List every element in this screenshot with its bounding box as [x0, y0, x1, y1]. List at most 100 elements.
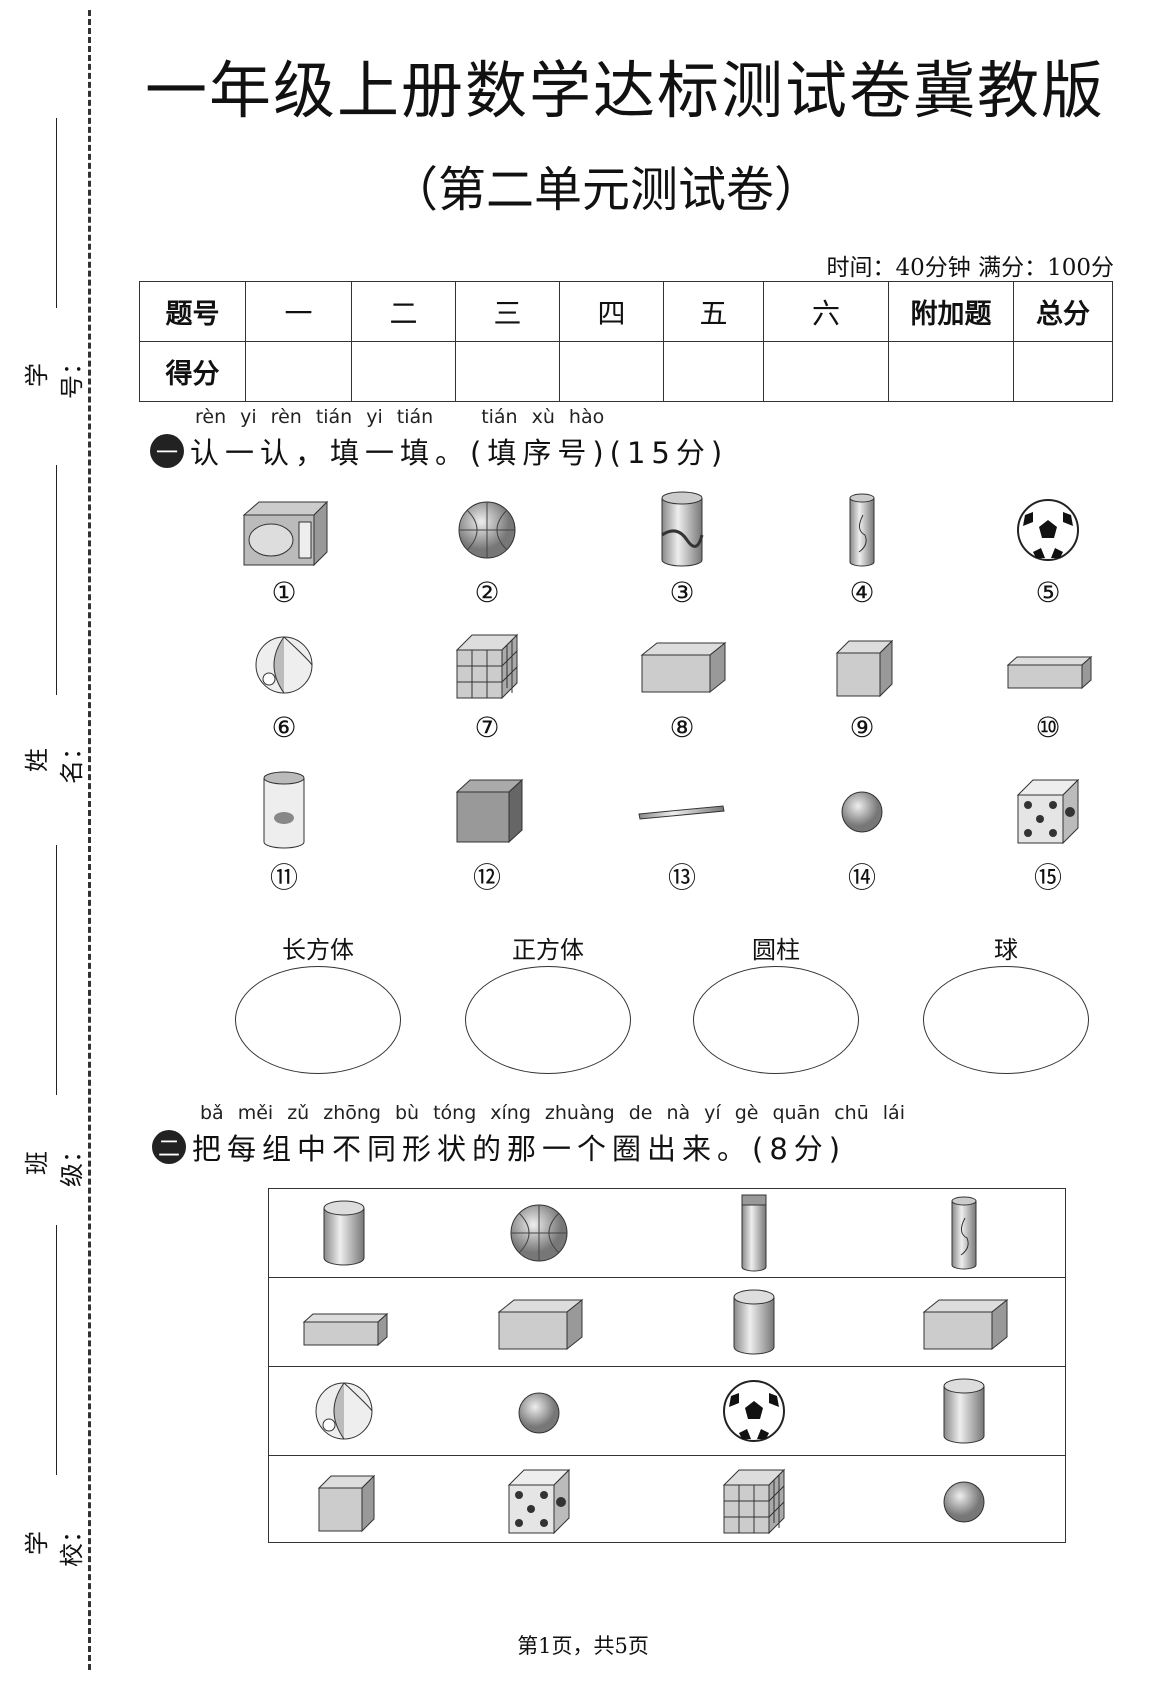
bottle-icon	[709, 1193, 799, 1273]
school-field[interactable]	[56, 1225, 57, 1475]
page-title: 一年级上册数学达标测试卷冀教版	[144, 54, 1105, 127]
student-id-field[interactable]	[56, 118, 57, 308]
pinyin-syllable: tóng	[433, 1102, 477, 1124]
shape-item: ④	[802, 490, 922, 609]
shape-item: ②	[427, 490, 547, 609]
shape-option[interactable]	[919, 1282, 1009, 1362]
binding-dashed-line	[88, 10, 91, 1670]
cuboid-icon	[1003, 625, 1093, 705]
category-label: 长方体	[282, 936, 354, 964]
shape-option[interactable]	[299, 1282, 389, 1362]
shape-item: ⑭	[802, 770, 922, 896]
item-number: ⑩	[1035, 711, 1061, 744]
score-cell[interactable]	[559, 341, 664, 402]
student-id-label: 学号：	[23, 351, 86, 399]
pinyin-syllable: rèn	[270, 406, 302, 428]
score-cell[interactable]	[763, 341, 889, 402]
score-cell[interactable]	[245, 341, 352, 402]
header-cell: 三	[455, 281, 560, 342]
pinyin-syllable: hào	[568, 406, 605, 428]
score-cell[interactable]	[1013, 341, 1113, 402]
rubiks-cube-icon	[709, 1460, 799, 1540]
dice-icon	[1003, 770, 1093, 850]
score-table-header-row: 题号 一 二 三 四 五 六 附加题 总分	[139, 281, 1113, 342]
pinyin-syllable: zhōng	[323, 1102, 381, 1124]
pinyin-syllable: yí	[704, 1102, 721, 1124]
shape-option[interactable]	[709, 1282, 799, 1362]
score-cell[interactable]	[888, 341, 1014, 402]
answer-oval[interactable]	[693, 966, 859, 1074]
shape-option[interactable]	[919, 1460, 1009, 1540]
category-label: 球	[994, 936, 1018, 964]
item-number: ②	[474, 576, 500, 609]
shape-item: ⑮	[988, 770, 1108, 896]
item-number: ⑬	[667, 861, 696, 894]
answer-oval[interactable]	[465, 966, 631, 1074]
pinyin-syllable: yi	[240, 406, 257, 428]
shape-option[interactable]	[494, 1371, 584, 1451]
shape-option[interactable]	[299, 1460, 389, 1540]
rubiks-cube-icon	[442, 625, 532, 705]
shape-item: ⑨	[802, 625, 922, 744]
section2-heading-text: 把每组中不同形状的那一个圈出来。(8分)	[192, 1132, 847, 1166]
can-icon	[919, 1193, 1009, 1273]
pinyin-syllable: de	[628, 1102, 653, 1124]
item-number: ⑭	[847, 861, 876, 894]
item-number: ⑨	[849, 711, 875, 744]
shape-item: ⑬	[622, 770, 742, 896]
shape-group-row	[269, 1189, 1065, 1278]
shape-item: ⑤	[988, 490, 1108, 609]
shape-option[interactable]	[709, 1371, 799, 1451]
small-ball-icon	[817, 770, 907, 850]
shape-option[interactable]	[709, 1460, 799, 1540]
soccer-ball-icon	[1003, 490, 1093, 570]
shape-option[interactable]	[919, 1193, 1009, 1273]
name-field[interactable]	[56, 465, 57, 695]
shape-option[interactable]	[494, 1282, 584, 1362]
item-number: ⑫	[472, 861, 501, 894]
shape-option[interactable]	[299, 1371, 389, 1451]
score-table: 题号 一 二 三 四 五 六 附加题 总分 得分	[139, 281, 1113, 402]
pinyin-syllable: quān	[772, 1102, 821, 1124]
shape-item: ⑥	[224, 625, 344, 744]
score-cell[interactable]	[455, 341, 560, 402]
score-cell[interactable]	[663, 341, 764, 402]
shape-item: ⑦	[427, 625, 547, 744]
beach-ball-icon	[239, 625, 329, 705]
answer-oval[interactable]	[923, 966, 1089, 1074]
pinyin-syllable: nà	[666, 1102, 691, 1124]
page-subtitle: （第二单元测试卷）	[390, 162, 823, 218]
pinyin-syllable: zǔ	[287, 1102, 310, 1124]
shape-groups-box	[268, 1188, 1066, 1543]
shape-option[interactable]	[494, 1460, 584, 1540]
pinyin-syllable: bù	[394, 1102, 420, 1124]
class-field[interactable]	[56, 845, 57, 1095]
box-icon	[637, 625, 727, 705]
shape-option[interactable]	[919, 1371, 1009, 1451]
cylinder-icon	[299, 1193, 389, 1273]
pinyin-syllable	[447, 406, 467, 428]
pinyin-syllable: tián	[396, 406, 434, 428]
header-cell: 一	[245, 281, 352, 342]
pinyin-syllable: bǎ	[200, 1102, 224, 1124]
score-row-label: 得分	[139, 341, 246, 402]
shape-option[interactable]	[709, 1193, 799, 1273]
item-number: ⑧	[669, 711, 695, 744]
shape-option[interactable]	[299, 1193, 389, 1273]
pinyin-syllable: tián	[315, 406, 353, 428]
score-cell[interactable]	[351, 341, 456, 402]
shape-option[interactable]	[494, 1193, 584, 1273]
school-label: 学校：	[23, 1519, 86, 1567]
score-table-score-row: 得分	[139, 341, 1113, 402]
section1-badge: 一	[150, 434, 184, 468]
header-cell: 二	[351, 281, 456, 342]
header-cell: 四	[559, 281, 664, 342]
section1-heading: 一 认一认，填一填。(填序号)(15分)	[150, 430, 728, 472]
header-cell: 六	[763, 281, 889, 342]
pinyin-syllable: chū	[834, 1102, 869, 1124]
answer-oval[interactable]	[235, 966, 401, 1074]
item-number: ⑮	[1033, 861, 1062, 894]
item-number: ⑤	[1035, 576, 1061, 609]
cylinder-jar-icon	[637, 490, 727, 570]
